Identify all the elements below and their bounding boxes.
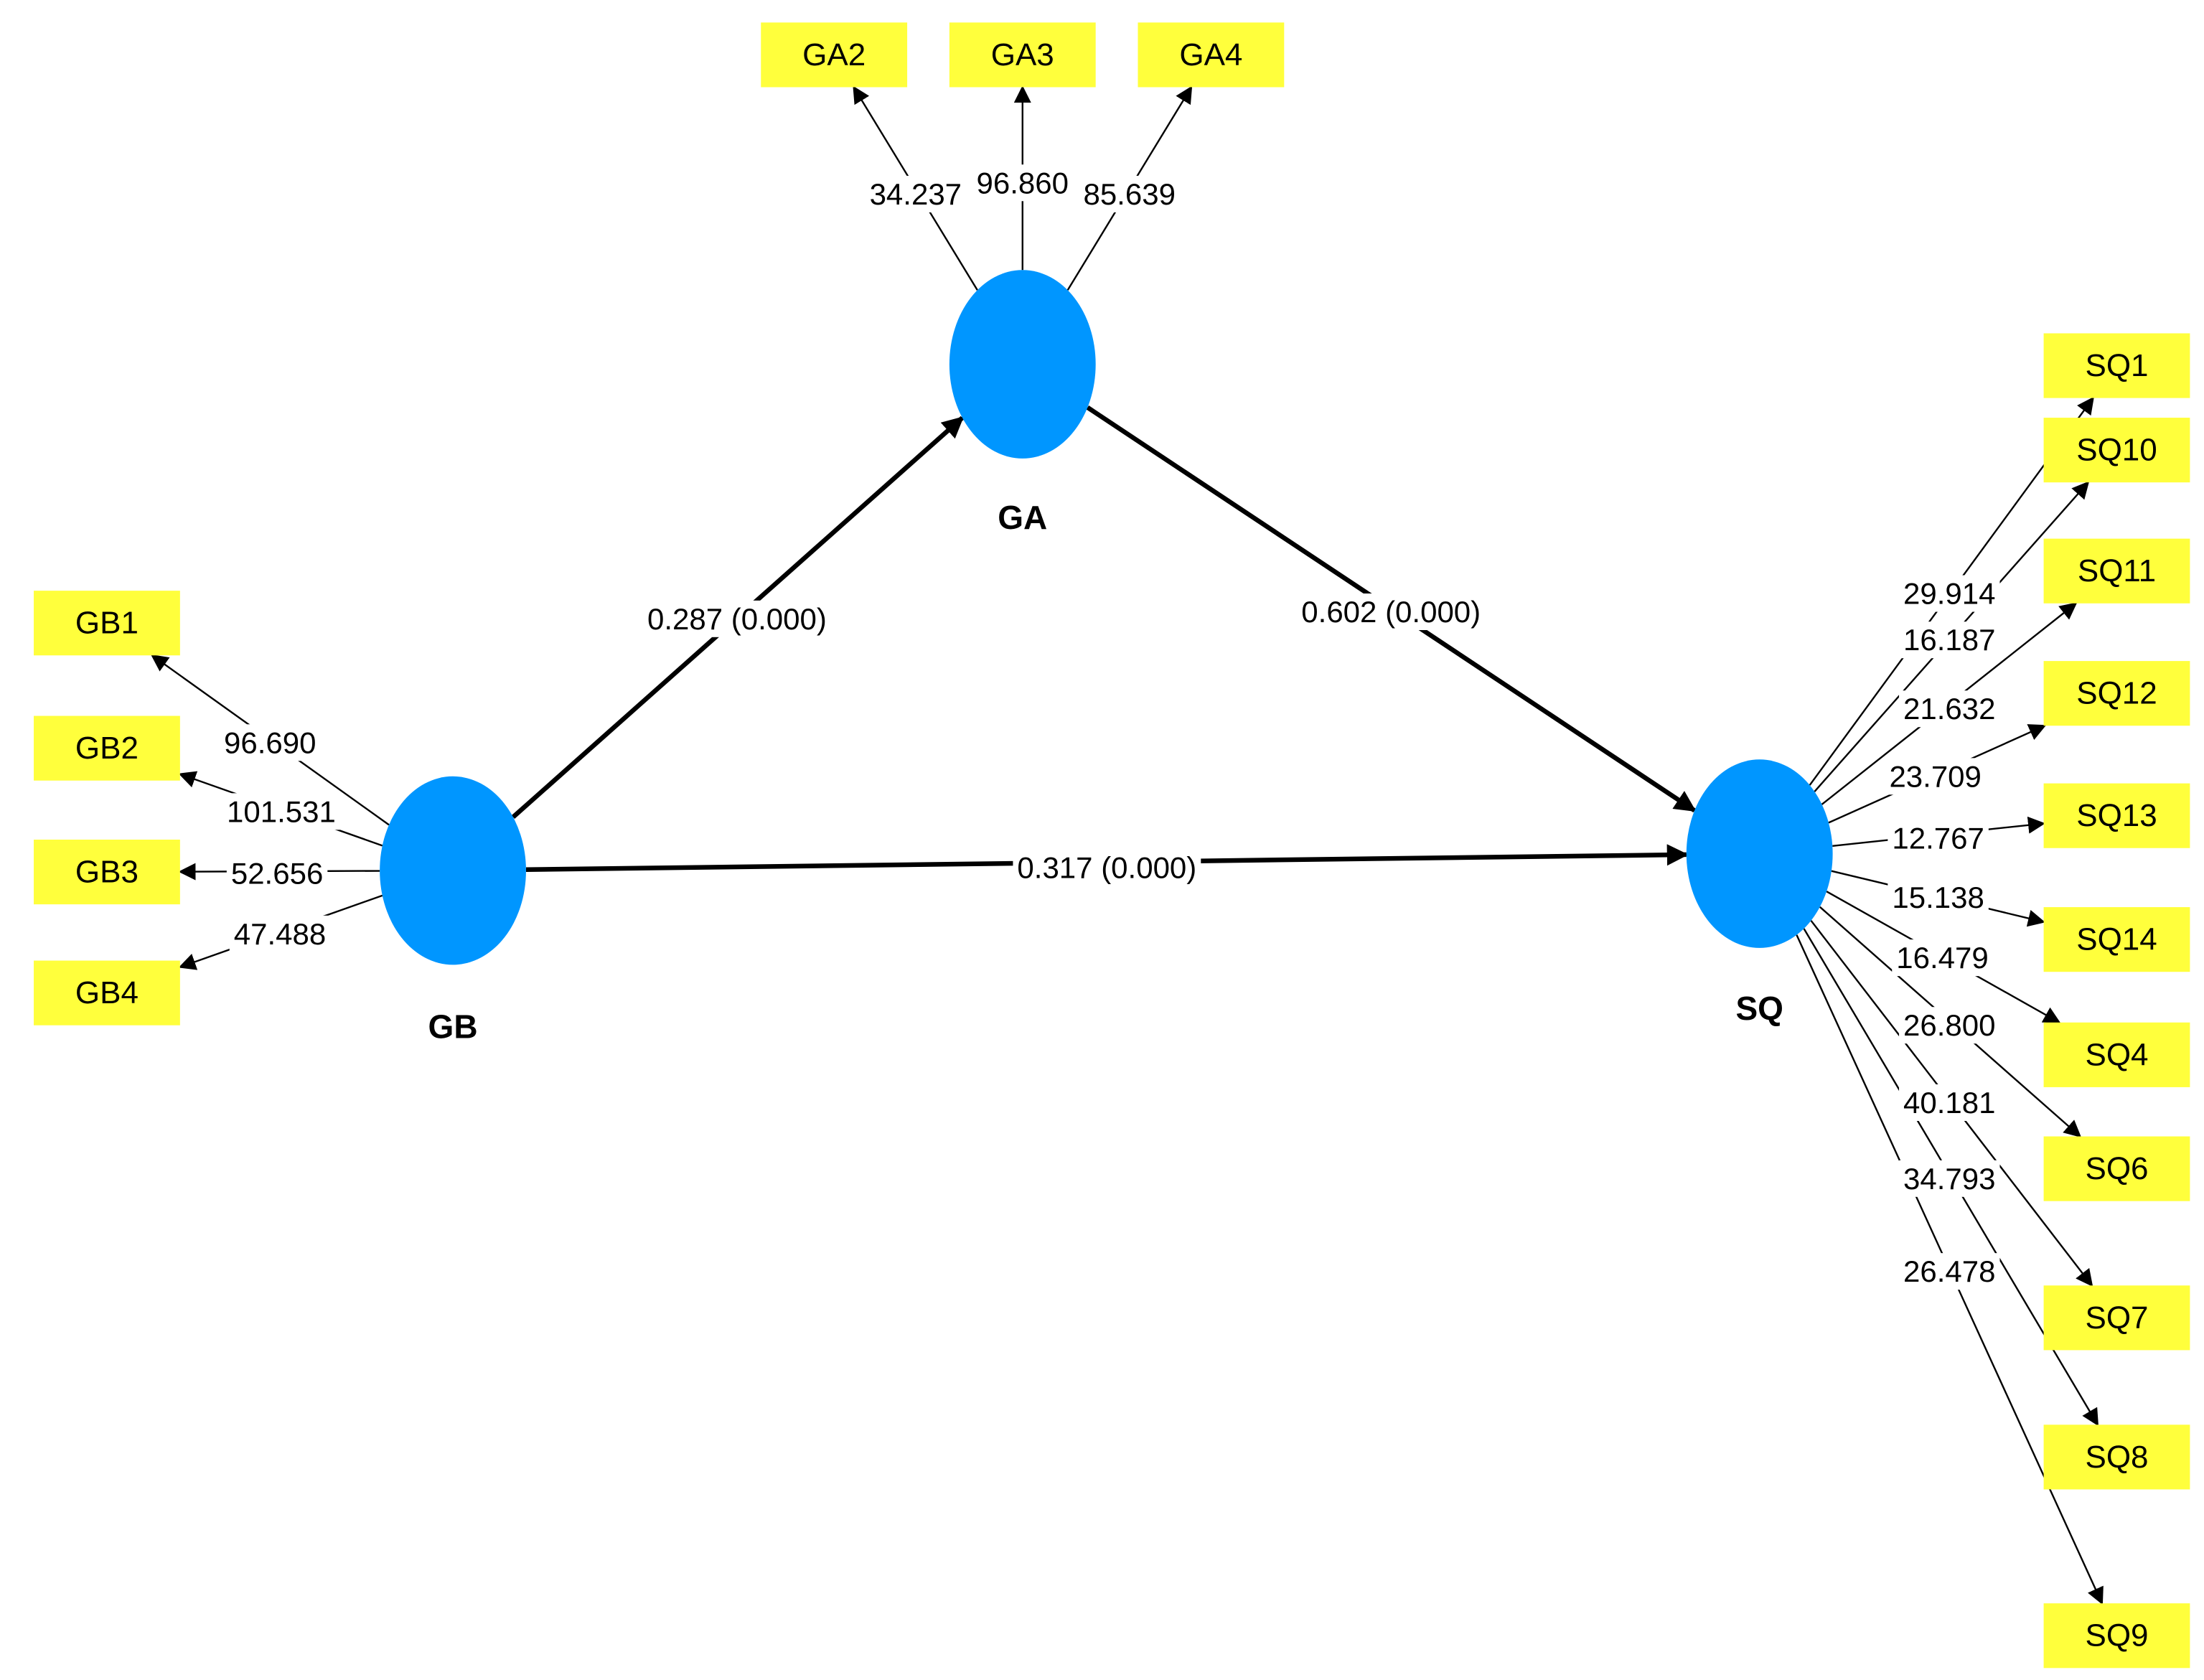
loading-value-sq12: 23.709 — [1889, 759, 1981, 793]
loading-value-sq9-bg — [1899, 1253, 2000, 1290]
indicator-sq6-label: SQ6 — [2085, 1151, 2148, 1186]
diagram-shapes — [34, 22, 2190, 1669]
indicator-ga2-label: GA2 — [802, 37, 866, 72]
loading-value-sq14-bg — [1888, 878, 1989, 916]
indicator-sq9-box[interactable] — [2043, 1603, 2190, 1669]
loading-value-sq10-bg — [1899, 621, 2000, 659]
loading-value-sq9: 26.478 — [1903, 1254, 1995, 1288]
latent-sq-label: SQ — [1735, 990, 1783, 1027]
latent-ga-label: GA — [998, 499, 1047, 536]
latent-sq-ellipse[interactable] — [1686, 759, 1833, 948]
path-coefficient-gb-ga-bg — [643, 600, 831, 637]
indicator-sq14-label: SQ14 — [2076, 922, 2157, 957]
latent-gb-label: GB — [428, 1008, 478, 1046]
loading-value-sq1: 29.914 — [1903, 577, 1995, 611]
loading-value-gb2-bg — [222, 793, 340, 830]
indicator-sq7-box[interactable] — [2043, 1285, 2190, 1351]
loading-value-ga3-bg — [972, 164, 1074, 202]
indicator-ga2-box[interactable] — [761, 22, 908, 88]
path-coefficient-ga-sq: 0.602 (0.000) — [1301, 595, 1481, 629]
indicator-gb3-box[interactable] — [34, 839, 180, 905]
indicator-gb2-label: GB2 — [75, 731, 139, 766]
indicator-gb3-label: GB3 — [75, 855, 139, 890]
loading-value-ga3: 96.860 — [977, 166, 1069, 200]
loading-value-gb4: 47.488 — [234, 917, 326, 951]
latent-gb-ellipse[interactable] — [380, 776, 526, 965]
loading-value-sq10: 16.187 — [1903, 623, 1995, 657]
path-coefficient-gb-sq-bg — [1013, 849, 1201, 886]
loading-value-sq13-bg — [1888, 820, 1989, 857]
indicator-gb4-box[interactable] — [34, 960, 180, 1026]
loading-value-sq7: 40.181 — [1903, 1086, 1995, 1120]
indicator-gb2-box[interactable] — [34, 715, 180, 781]
indicator-ga3-box[interactable] — [949, 22, 1096, 88]
indicator-sq13-box[interactable] — [2043, 783, 2190, 848]
indicator-gb1-box[interactable] — [34, 591, 180, 656]
loading-value-sq8: 34.793 — [1903, 1162, 1995, 1196]
loading-value-ga2: 34.237 — [870, 177, 962, 211]
indicator-sq13-label: SQ13 — [2076, 798, 2157, 833]
loading-value-sq6: 26.800 — [1903, 1008, 1995, 1042]
path-coefficient-ga-sq-bg — [1297, 593, 1486, 631]
loading-value-ga4: 85.639 — [1083, 177, 1175, 211]
loading-value-gb3-bg — [226, 855, 328, 892]
indicator-gb1-label: GB1 — [75, 606, 139, 641]
indicator-ga4-label: GA4 — [1179, 37, 1242, 72]
loading-value-sq4: 16.479 — [1896, 941, 1988, 975]
loading-value-gb1-bg — [220, 724, 321, 761]
loading-value-ga2-bg — [865, 175, 967, 212]
loading-value-sq4-bg — [1892, 939, 1993, 977]
indicator-sq12-label: SQ12 — [2076, 676, 2157, 711]
structural-paths — [511, 405, 1697, 873]
loading-value-sq7-bg — [1899, 1084, 2000, 1121]
indicator-sq14-box[interactable] — [2043, 907, 2190, 972]
indicator-sq12-box[interactable] — [2043, 661, 2190, 726]
indicator-sq10-box[interactable] — [2043, 418, 2190, 483]
indicator-sq1-box[interactable] — [2043, 333, 2190, 398]
loading-value-sq11-bg — [1899, 690, 2000, 728]
indicator-sq9-label: SQ9 — [2085, 1618, 2148, 1653]
indicator-sq11-box[interactable] — [2043, 538, 2190, 604]
path-coefficient-gb-sq: 0.317 (0.000) — [1017, 851, 1196, 885]
indicator-sq4-box[interactable] — [2043, 1022, 2190, 1087]
loading-value-sq8-bg — [1899, 1160, 2000, 1197]
indicator-gb4-label: GB4 — [75, 975, 139, 1010]
loading-value-sq13: 12.767 — [1892, 822, 1984, 855]
loading-value-gb4-bg — [229, 915, 331, 952]
loading-value-gb3: 52.656 — [231, 857, 323, 891]
loading-value-ga4-bg — [1079, 175, 1180, 212]
indicator-sq4-label: SQ4 — [2085, 1037, 2148, 1072]
indicator-sq8-label: SQ8 — [2085, 1440, 2148, 1475]
loading-value-sq14: 15.138 — [1892, 881, 1984, 914]
indicator-sq11-label: SQ11 — [2078, 553, 2156, 588]
loading-value-sq6-bg — [1899, 1007, 2000, 1044]
loading-value-sq12-bg — [1885, 758, 1986, 795]
indicator-sq10-label: SQ10 — [2076, 433, 2157, 468]
indicator-sq7-label: SQ7 — [2085, 1300, 2148, 1336]
indicator-ga4-box[interactable] — [1138, 22, 1285, 88]
loading-value-gb1: 96.690 — [224, 726, 316, 759]
indicator-ga3-label: GA3 — [991, 37, 1054, 72]
path-coefficient-gb-ga: 0.287 (0.000) — [647, 602, 827, 636]
indicator-sq1-label: SQ1 — [2085, 348, 2148, 383]
loading-value-gb2: 101.531 — [227, 794, 336, 828]
indicator-sq6-box[interactable] — [2043, 1136, 2190, 1201]
indicator-sq8-box[interactable] — [2043, 1425, 2190, 1490]
loading-value-sq1-bg — [1899, 575, 2000, 612]
loading-value-sq11: 21.632 — [1903, 692, 1995, 726]
latent-ga-ellipse[interactable] — [949, 270, 1096, 459]
